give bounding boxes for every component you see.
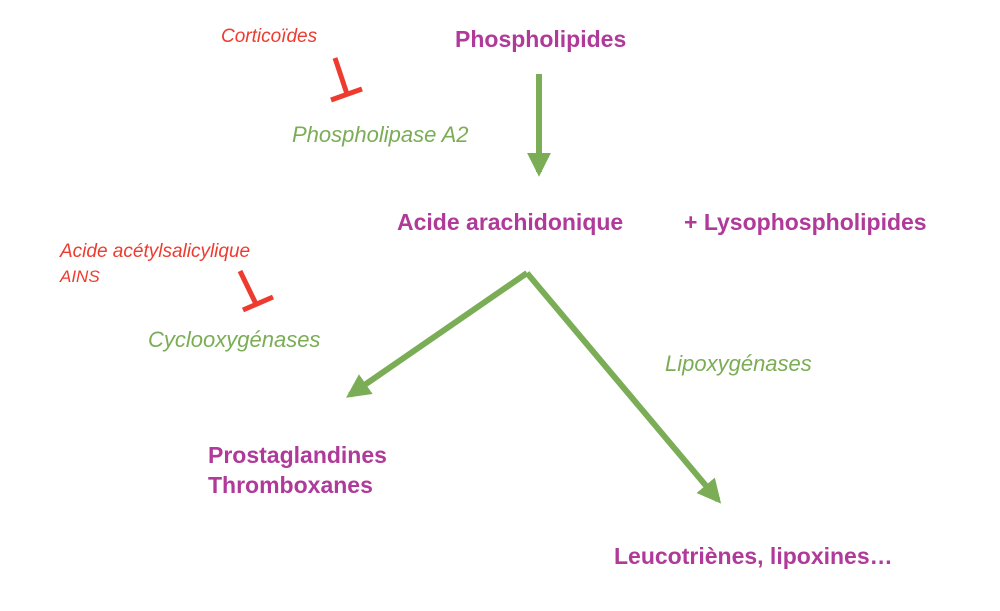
node-leucotrienes: Leucotriènes, lipoxines… [614, 543, 893, 569]
node-lysophospholipides: + Lysophospholipides [684, 209, 927, 235]
arrow-aa-to-prostaglandines [346, 270, 529, 398]
inhibition-corticoides-line [332, 57, 350, 95]
node-acide-arachidonique: Acide arachidonique [397, 209, 624, 235]
node-phospholipides: Phospholipides [455, 26, 627, 52]
inhibitor-acide-acetylsalicylique: Acide acétylsalicylique [60, 241, 251, 262]
inhibition-ains-line [237, 269, 259, 306]
inhibitor-ains: AINS [60, 267, 100, 286]
enzyme-cyclooxygenases: Cyclooxygénases [148, 327, 321, 352]
inhibition-corticoides-bar [330, 86, 363, 103]
node-prostaglandines: Prostaglandines [208, 442, 387, 468]
enzyme-lipoxygenases: Lipoxygénases [665, 351, 812, 376]
inhibition-ains-bar [242, 294, 274, 313]
inhibitor-corticoides: Corticoïdes [221, 26, 318, 47]
node-thromboxanes: Thromboxanes [208, 472, 373, 498]
enzyme-phospholipase-a2: Phospholipase A2 [292, 122, 469, 147]
arrow-aa-to-leucotrienes [524, 271, 722, 504]
